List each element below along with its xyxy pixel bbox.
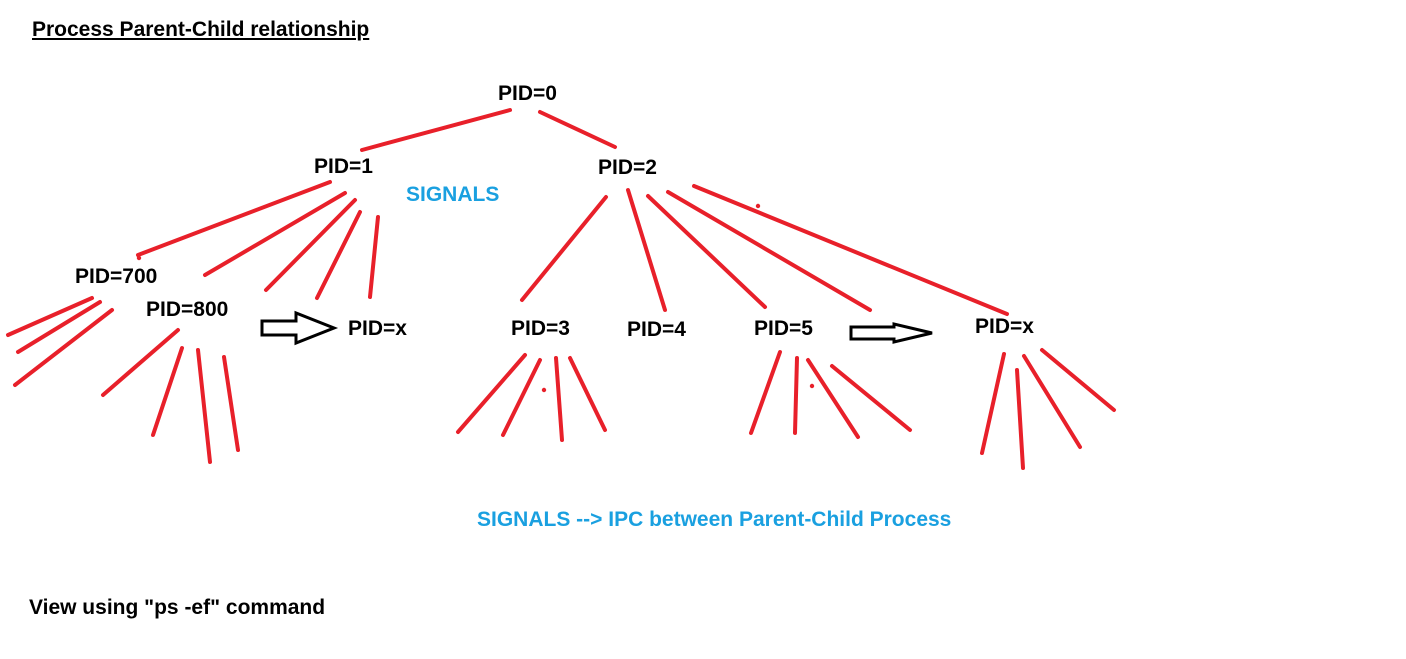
tree-edges: [6, 108, 1116, 470]
node-pid-5: PID=5: [754, 317, 813, 340]
stray-dot-1: [755, 203, 761, 209]
node-pid-800: PID=800: [146, 298, 229, 321]
ipc-caption: SIGNALS --> IPC between Parent-Child Pro…: [477, 508, 952, 531]
edge-pid5-child-4: [830, 364, 912, 432]
edge-pid5-child-1: [749, 350, 782, 435]
edge-pid3-child-4: [568, 356, 607, 432]
edge-pid800-child-3: [196, 348, 212, 464]
edge-pid700-child-1: [6, 296, 94, 337]
arrow-pid800-to-pidx: [260, 310, 339, 346]
node-pid-1: PID=1: [314, 155, 373, 178]
edge-pidx-child-1: [980, 352, 1006, 455]
edge-pidx-child-4: [1040, 348, 1116, 412]
stray-dot-3: [809, 383, 815, 389]
edge-pid3-child-3: [554, 356, 564, 442]
node-pid-x-right: PID=x: [975, 315, 1034, 338]
edge-pid2-pid4: [626, 188, 667, 312]
stray-dot-4: [136, 255, 142, 261]
stray-dots: [136, 203, 815, 393]
edge-pid5-child-3: [806, 358, 860, 439]
edge-pidx-child-3: [1022, 354, 1082, 449]
arrow-pid5-to-pidx: [849, 322, 933, 344]
edge-pid700-child-2: [16, 300, 102, 354]
signals-label: SIGNALS: [406, 183, 500, 206]
edge-pid0-pid2: [538, 110, 617, 149]
node-pid-700: PID=700: [75, 265, 158, 288]
edge-pid1-child-b: [315, 210, 362, 300]
edge-pid2-pidx: [692, 184, 1009, 316]
node-pid-2: PID=2: [598, 156, 657, 179]
edge-pid3-child-1: [456, 353, 527, 434]
edge-pid800-child-1: [101, 328, 180, 397]
edge-pid2-pid3: [520, 195, 608, 302]
footer-note: View using "ps -ef" command: [29, 596, 326, 619]
edge-pid1-pid700: [136, 180, 332, 257]
node-pid-3: PID=3: [511, 317, 570, 340]
edge-pid1-pidx: [368, 215, 380, 299]
edge-pid800-child-4: [222, 355, 240, 452]
edge-pid3-child-2: [501, 358, 542, 437]
edge-pidx-child-2: [1015, 368, 1025, 470]
edge-pid0-pid1: [360, 108, 512, 152]
edge-pid2-pid5: [646, 194, 767, 309]
edge-pid800-child-2: [151, 346, 184, 437]
edge-pid2-child: [666, 190, 872, 312]
node-pid-x-left: PID=x: [348, 317, 407, 340]
edge-pid1-child-a: [264, 198, 357, 292]
page-title: Process Parent-Child relationship: [32, 18, 370, 41]
edge-pid700-child-3: [13, 308, 114, 387]
signal-arrows: [260, 310, 933, 346]
node-pid-4: PID=4: [627, 318, 686, 341]
edge-pid5-child-2: [793, 356, 799, 435]
node-pid-0: PID=0: [498, 82, 557, 105]
stray-dot-2: [541, 387, 547, 393]
edge-pid1-pid800: [203, 191, 347, 277]
